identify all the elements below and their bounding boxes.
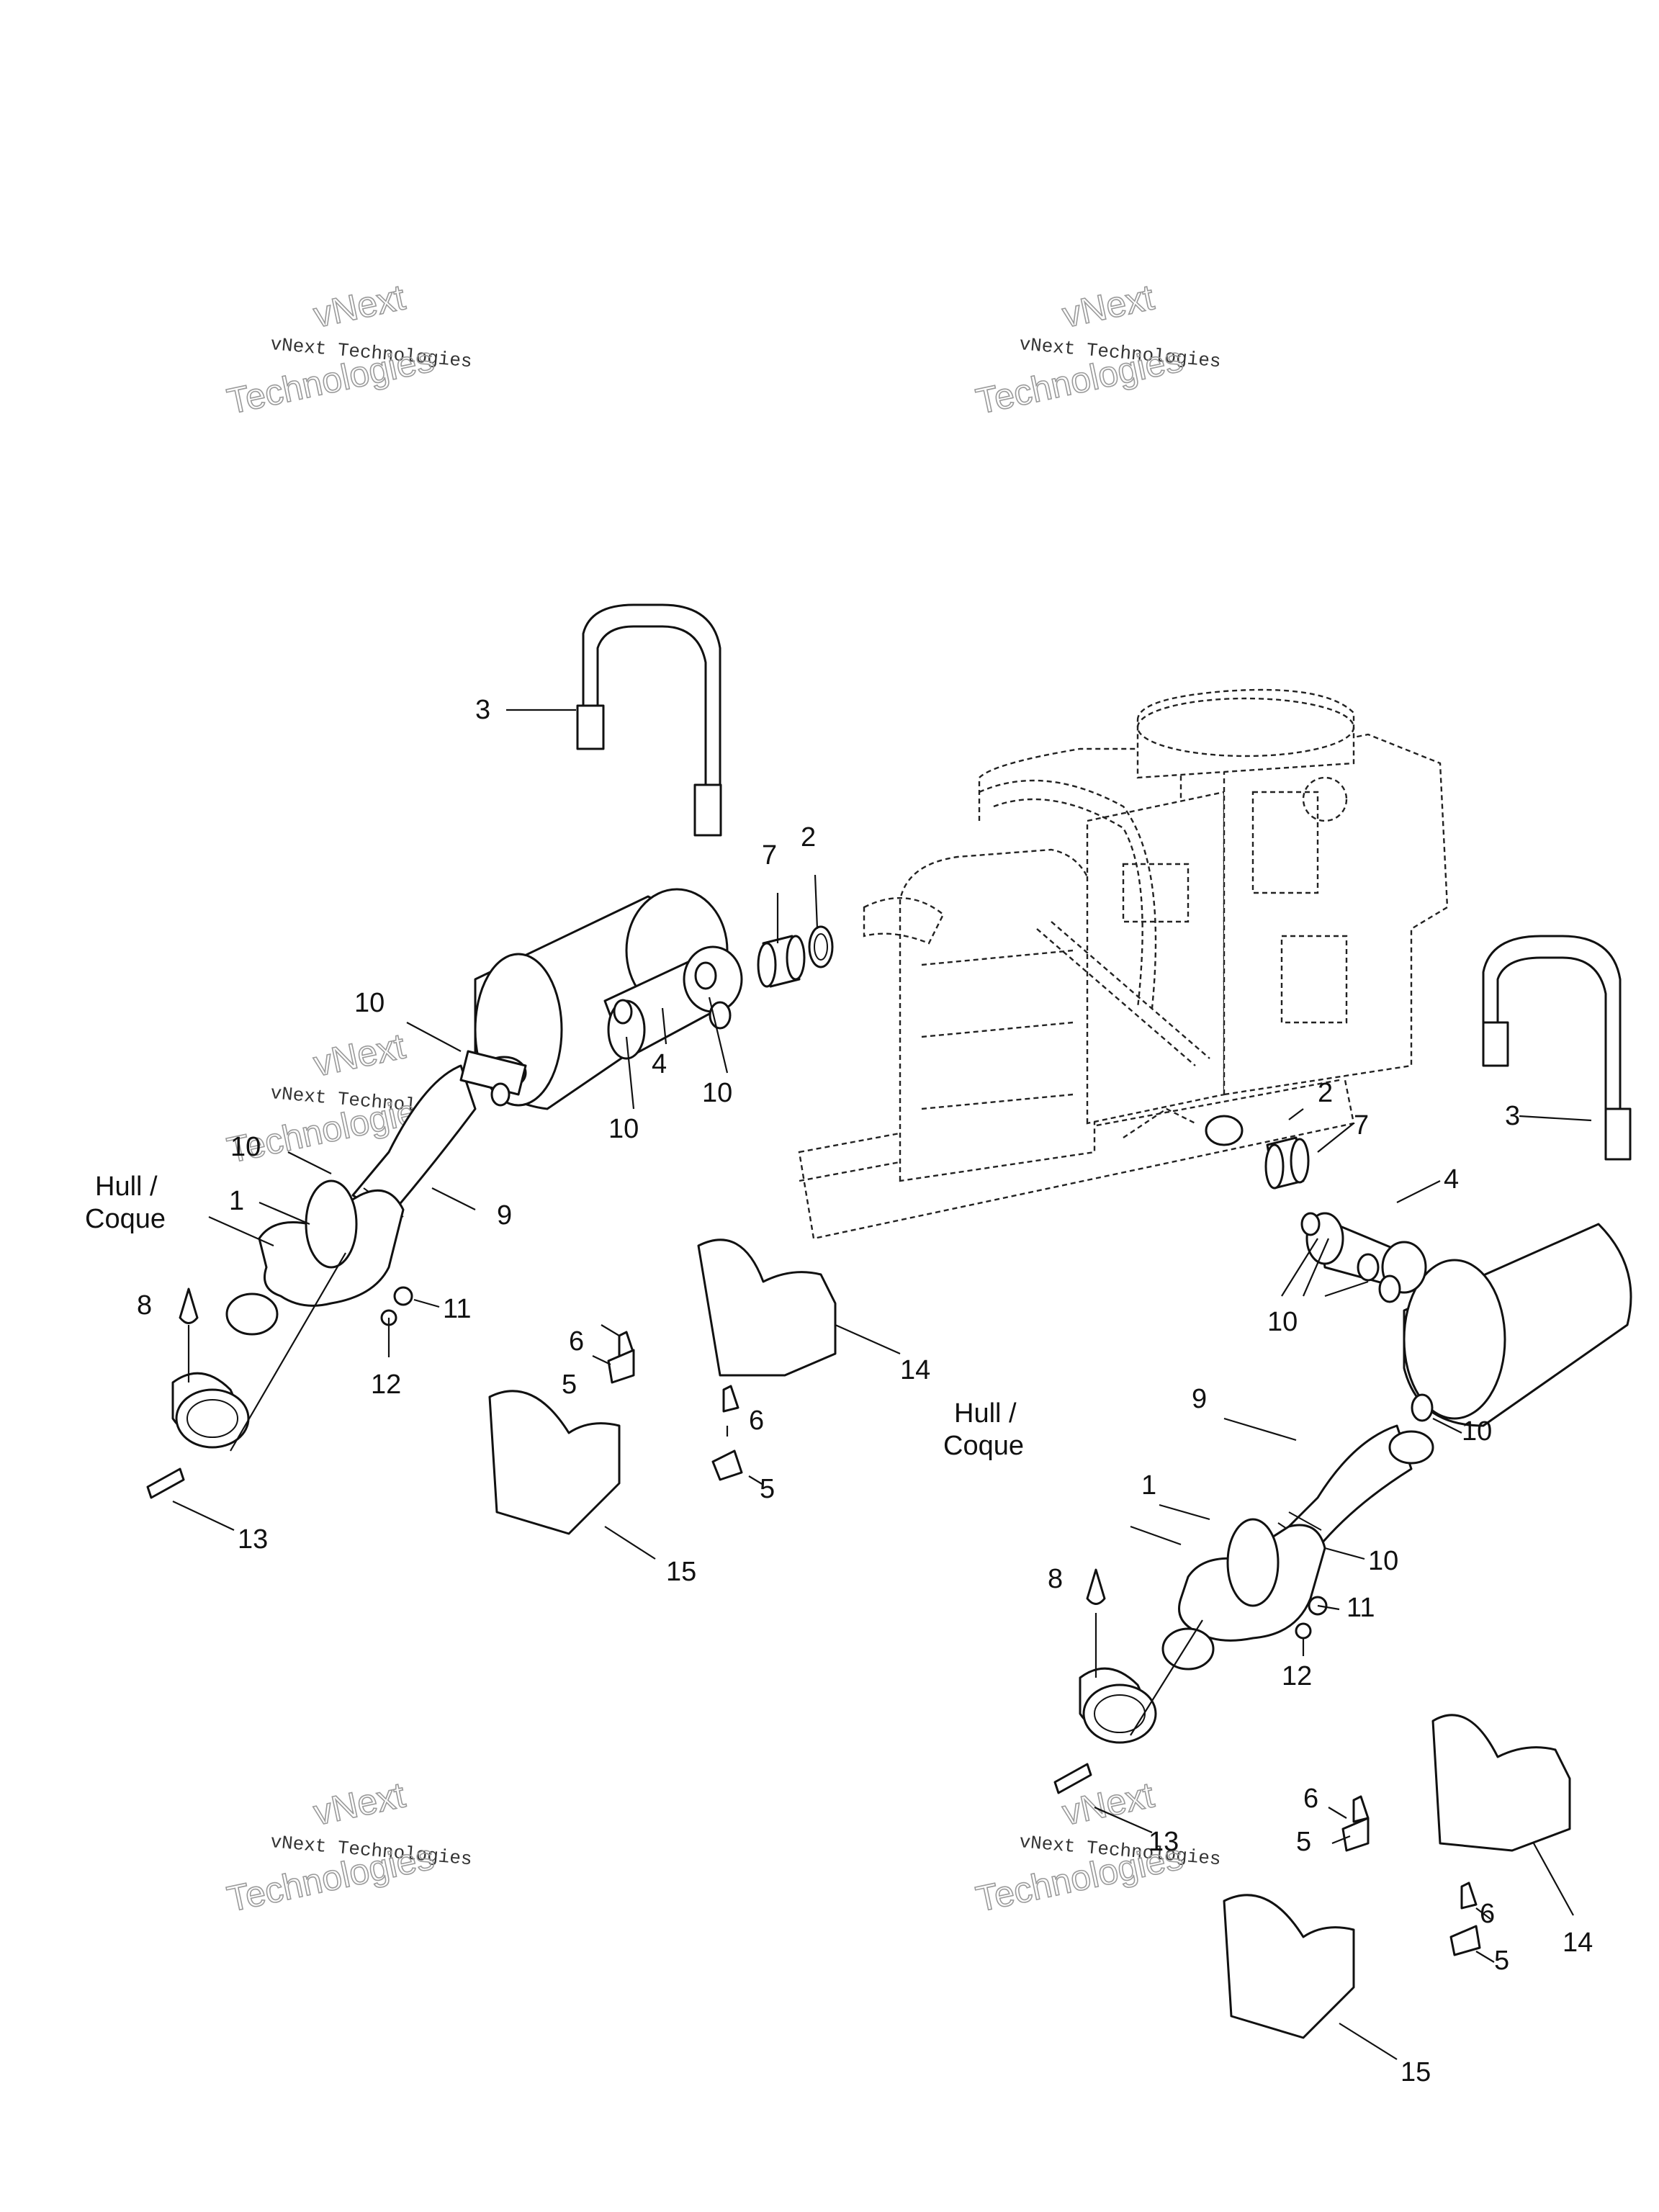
- callout-7-left: 7: [762, 840, 777, 871]
- callout-10-right-c: 10: [1368, 1546, 1398, 1576]
- callout-11-right: 11: [1346, 1593, 1375, 1623]
- callout-10-left-d: 10: [230, 1132, 261, 1162]
- callout-6-right-b: 6: [1480, 1899, 1495, 1929]
- callout-3-left: 3: [475, 695, 490, 725]
- callout-4-right: 4: [1444, 1164, 1459, 1195]
- hose-right-tail: [1287, 1424, 1434, 1550]
- watermark-top-left: vNext vNext Technologies Technologies: [223, 276, 473, 423]
- callout-13-right: 13: [1148, 1827, 1179, 1857]
- engine-ghost: [798, 688, 1449, 1240]
- callout-5-right-a: 5: [1296, 1827, 1311, 1857]
- brackets-right: [1341, 1795, 1481, 1956]
- hose-right-upper: [1205, 1115, 1427, 1294]
- hull-label-left-1: Hull /: [95, 1172, 158, 1202]
- svg-text:vNext: vNext: [310, 276, 409, 335]
- callout-7-right: 7: [1354, 1110, 1369, 1141]
- hull-label-right-2: Coque: [943, 1431, 1024, 1461]
- callout-10-left-c: 10: [702, 1078, 732, 1108]
- callout-11-left: 11: [443, 1294, 471, 1324]
- clamps-right: [1277, 1212, 1434, 1545]
- leader-lines: [172, 709, 1592, 2060]
- callout-6-left-b: 6: [749, 1406, 764, 1436]
- blocks-right: [1223, 1714, 1571, 2039]
- hose-left-tail: [351, 1050, 527, 1218]
- callout-9-left: 9: [497, 1200, 512, 1231]
- callout-4-left: 4: [652, 1049, 667, 1079]
- outlet-right: [1053, 1518, 1328, 1794]
- callout-8-left: 8: [137, 1290, 152, 1321]
- callout-10-right-a: 10: [1267, 1307, 1298, 1337]
- callout-numbers: 3 7 2 10 4 10 10 10 9 Hull / Coque 1 8 1…: [85, 695, 1593, 2087]
- callout-1-left: 1: [229, 1186, 244, 1216]
- callout-2-right: 2: [1318, 1078, 1333, 1108]
- hull-label-left-2: Coque: [85, 1204, 166, 1234]
- callout-1-right: 1: [1141, 1470, 1156, 1501]
- watermark-bottom-left: vNext vNext Technologies Technologies: [223, 1774, 473, 1920]
- strap-right: [1482, 935, 1632, 1161]
- hose-left-upper: [603, 945, 743, 1060]
- watermark-bottom-right: vNext vNext Technologies Technologies: [972, 1774, 1222, 1920]
- brackets-left: [607, 1331, 743, 1481]
- svg-text:vNext: vNext: [1059, 276, 1158, 335]
- callout-2-left: 2: [801, 822, 816, 853]
- callout-5-right-b: 5: [1494, 1946, 1509, 1976]
- callout-6-left-a: 6: [569, 1326, 584, 1357]
- callout-5-left-b: 5: [760, 1474, 775, 1504]
- strap-left: [576, 603, 722, 837]
- callout-10-left-b: 10: [608, 1114, 639, 1144]
- callout-5-left-a: 5: [562, 1370, 577, 1400]
- callout-12-left: 12: [371, 1370, 401, 1400]
- callout-13-left: 13: [238, 1524, 268, 1555]
- callout-8-right: 8: [1048, 1564, 1063, 1594]
- callout-14-left: 14: [900, 1355, 930, 1385]
- hull-label-right-1: Hull /: [954, 1398, 1017, 1429]
- watermark-top-right: vNext vNext Technologies Technologies: [972, 276, 1222, 423]
- callout-12-right: 12: [1282, 1661, 1312, 1691]
- callout-6-right-a: 6: [1303, 1784, 1318, 1814]
- callout-10-right-b: 10: [1462, 1416, 1492, 1447]
- muffler-right: [1403, 1223, 1632, 1427]
- sleeve-left: [757, 925, 834, 988]
- callout-3-right: 3: [1505, 1101, 1520, 1131]
- callout-10-left-a: 10: [354, 988, 385, 1018]
- blocks-left: [488, 1238, 837, 1535]
- svg-text:vNext: vNext: [310, 1025, 409, 1084]
- outlet-left: [146, 1179, 413, 1499]
- callout-15-left: 15: [666, 1557, 696, 1587]
- callout-14-right: 14: [1563, 1928, 1593, 1958]
- svg-text:vNext: vNext: [310, 1774, 409, 1833]
- callout-9-right: 9: [1192, 1384, 1207, 1414]
- callout-15-right: 15: [1401, 2057, 1431, 2087]
